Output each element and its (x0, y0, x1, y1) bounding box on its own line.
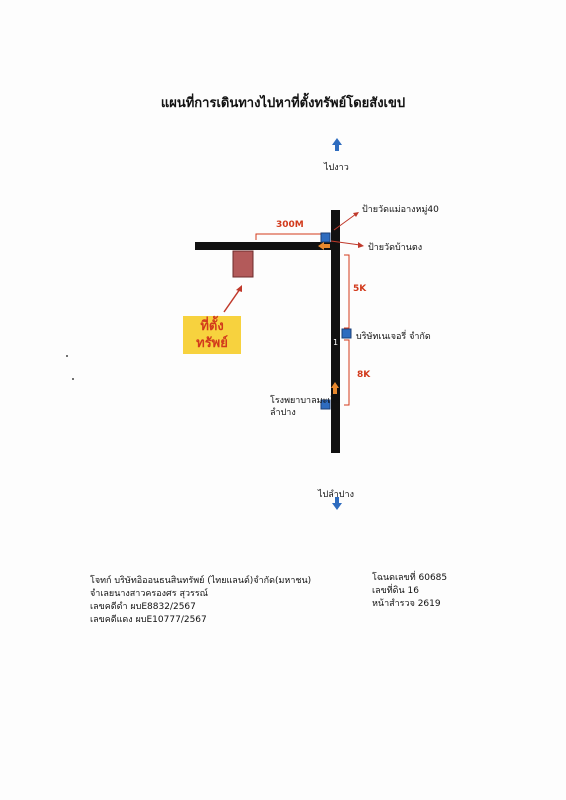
property-label-line2: ทรัพย์ (196, 336, 228, 351)
route-map (195, 138, 364, 510)
direction-up-arrow-icon (331, 382, 339, 394)
defendant-line: จำเลยนางสาวครองศร สุวรรณ์ (90, 589, 209, 599)
south-arrow-icon (332, 497, 342, 510)
marker-hospital (320, 399, 331, 410)
survey-page-number: หน้าสำรวจ 2619 (372, 599, 441, 609)
hospital-label-line1: โรงพยาบาลมะเร็ง (270, 396, 340, 406)
company-label: บริษัทเนเจอรี่ จำกัด (356, 332, 431, 342)
footer-right: โฉนดเลขที่ 60685 เลขที่ดิน 16 หน้าสำรวจ … (372, 572, 447, 611)
road-horizontal (195, 242, 335, 250)
north-arrow-icon (332, 138, 342, 151)
marker-junction (320, 232, 331, 243)
bracket-8k (344, 339, 350, 406)
south-direction-label: ไปลำปาง (318, 490, 354, 500)
page-title: แผนที่การเดินทางไปหาที่ตั้งทรัพย์โดยสังเ… (160, 96, 406, 111)
north-direction-label: ไปงาว (324, 163, 349, 173)
road-vertical (331, 210, 340, 453)
property-label-box: ที่ตั้ง ทรัพย์ (183, 316, 241, 354)
red-case-number: เลขคดีแดง ผบE10777/2567 (90, 615, 207, 625)
land-number: เลขที่ดิน 16 (372, 586, 419, 596)
distance-5k: 5K (353, 284, 367, 294)
marker-company (341, 328, 352, 339)
sign-temple-maeang-label: ป้ายวัดแม่อางหมู่40 (362, 205, 439, 215)
sign-temple-bantong-label: ป้ายวัดบ้านตง (368, 243, 423, 253)
distance-300m: 300M (276, 220, 304, 230)
hospital-label-line2: ลำปาง (270, 408, 296, 418)
distance-8k: 8K (357, 370, 371, 380)
scan-speck (66, 355, 68, 357)
footer-left: โจทก์ บริษัทอิออนธนสินทรัพย์ (ไทยแลนด์)จ… (90, 575, 311, 627)
plaintiff-line: โจทก์ บริษัทอิออนธนสินทรัพย์ (ไทยแลนด์)จ… (90, 576, 312, 586)
turn-left-arrow-icon (318, 242, 330, 250)
property-label-line1: ที่ตั้ง (200, 319, 224, 334)
sign-leader-bantong (330, 240, 364, 248)
km-marker-label: 1 (333, 338, 339, 347)
bracket-300m (255, 233, 323, 240)
scan-speck (72, 378, 74, 380)
property-block (232, 250, 254, 278)
title-deed-number: โฉนดเลขที่ 60685 (372, 573, 448, 583)
black-case-number: เลขคดีดำ ผบE8832/2567 (90, 602, 196, 612)
bracket-5k (344, 254, 350, 329)
property-pointer-arrow (223, 285, 242, 313)
sign-leader-maeang (333, 212, 359, 231)
